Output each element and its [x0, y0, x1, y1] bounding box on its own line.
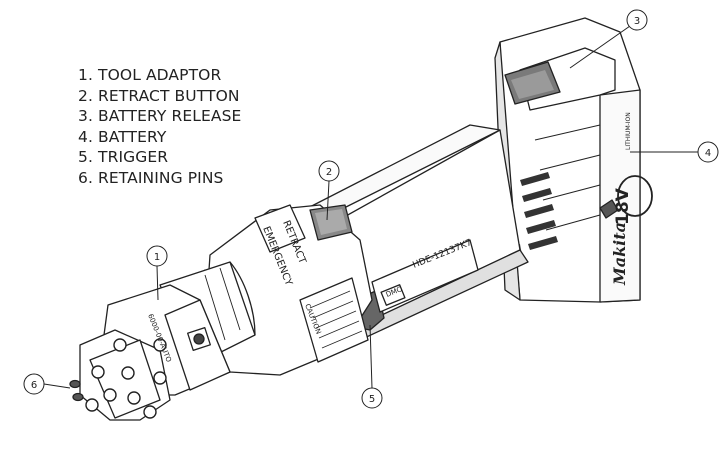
legend-item-battery-release: 3. BATTERY RELEASE [78, 107, 242, 126]
callout-4: 4 [697, 141, 719, 163]
svg-text:3: 3 [634, 16, 640, 27]
dmc-logo [380, 284, 406, 306]
callout-2: 2 [318, 160, 340, 182]
battery-voltage: 18V [613, 187, 633, 225]
callout-3: 3 [626, 9, 648, 31]
svg-text:4: 4 [705, 148, 711, 159]
battery-chem: LITHIUM-ION [625, 112, 632, 150]
callout-circles: 1 2 3 4 5 6 [23, 9, 719, 409]
leader-lines [43, 25, 700, 389]
battery-ring-pull[interactable] [617, 175, 653, 217]
svg-text:6: 6 [31, 380, 37, 391]
callout-6: 6 [23, 373, 45, 395]
legend-item-retaining-pins: 6. RETAINING PINS [78, 168, 224, 187]
parts-legend: 1. TOOL ADAPTOR 2. RETRACT BUTTON 3. BAT… [78, 65, 241, 189]
battery-brand: Makita [610, 222, 629, 286]
legend-item-battery: 4. BATTERY [78, 127, 167, 146]
bolt-heads [85, 338, 167, 419]
legend-item-retract-button: 2. RETRACT BUTTON [78, 86, 240, 105]
legend-item-trigger: 5. TRIGGER [78, 148, 169, 167]
callout-5: 5 [361, 387, 383, 409]
svg-text:2: 2 [326, 167, 332, 178]
svg-text:1: 1 [154, 252, 160, 263]
svg-text:5: 5 [369, 394, 375, 405]
callout-1: 1 [146, 245, 168, 267]
retaining-pins[interactable] [69, 379, 84, 402]
legend-item-tool-adaptor: 1. TOOL ADAPTOR [78, 66, 222, 84]
